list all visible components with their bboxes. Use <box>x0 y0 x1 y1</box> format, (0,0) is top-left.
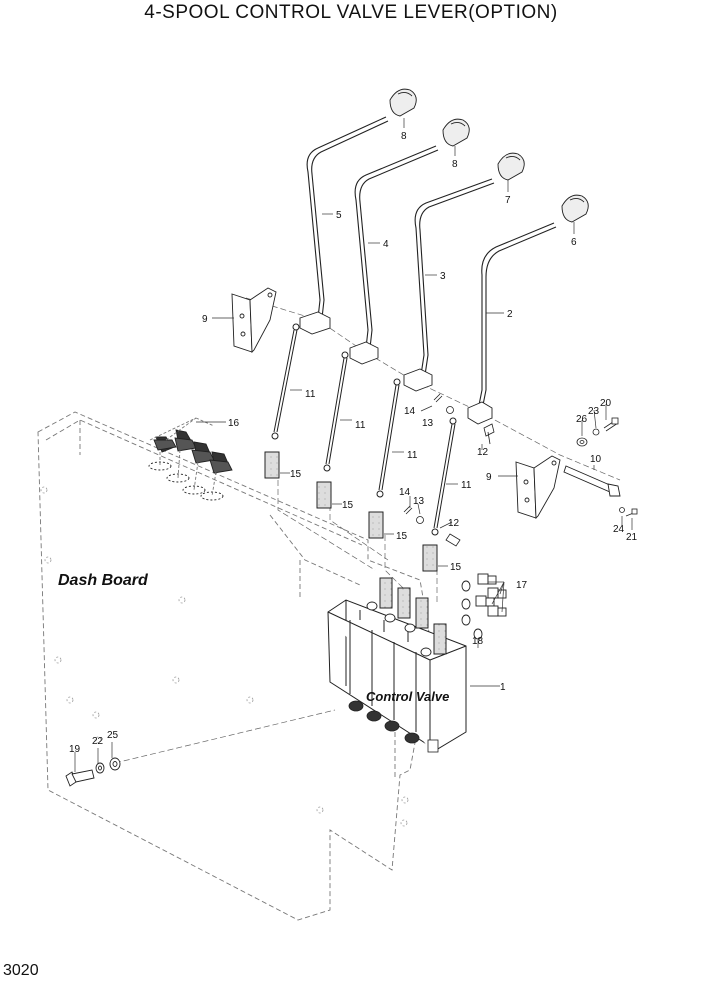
callout-21: 21 <box>626 532 638 543</box>
callout-22: 22 <box>92 736 104 747</box>
page-title: 4-SPOOL CONTROL VALVE LEVER(OPTION) <box>144 2 558 23</box>
callout-23: 23 <box>588 406 600 417</box>
bracket-9b <box>515 455 561 520</box>
mounting-bolt-set <box>65 757 121 787</box>
boot-4 <box>200 451 233 501</box>
callout-24: 24 <box>613 524 625 535</box>
callout-2: 2 <box>507 309 513 320</box>
callout-12a: 12 <box>477 447 489 458</box>
lever-3 <box>414 178 495 376</box>
valve-spools-top <box>366 577 447 657</box>
knob-8b <box>442 118 470 147</box>
boot-3 <box>182 441 215 495</box>
callout-8b: 8 <box>452 159 458 170</box>
callout-26: 26 <box>576 414 588 425</box>
callout-11c: 11 <box>407 450 418 461</box>
control-valve-label: Control Valve <box>366 689 449 704</box>
pivot-blocks <box>299 311 493 425</box>
callout-4: 4 <box>383 239 389 250</box>
callout-20: 20 <box>600 398 612 409</box>
callout-10: 10 <box>590 454 602 465</box>
callout-8a: 8 <box>401 131 407 142</box>
dash-board-holes <box>40 486 409 827</box>
lever-handles <box>306 116 557 411</box>
control-valve-body <box>327 599 467 751</box>
pivot-shaft <box>563 465 621 497</box>
callout-9a: 9 <box>202 314 208 325</box>
spool-couplers <box>264 451 438 572</box>
callout-11b: 11 <box>355 420 366 431</box>
callout-14a: 14 <box>404 406 416 417</box>
callout-13b: 13 <box>413 496 425 507</box>
callout-19: 19 <box>69 744 81 755</box>
callout-11a: 11 <box>305 389 316 400</box>
callout-16: 16 <box>228 418 240 429</box>
brackets <box>231 287 561 520</box>
callout-15a: 15 <box>290 469 302 480</box>
callout-15c: 15 <box>396 531 408 542</box>
callout-9b: 9 <box>486 472 492 483</box>
callout-leaders <box>74 118 633 772</box>
callout-1: 1 <box>500 682 506 693</box>
knob-6 <box>561 194 589 223</box>
callout-14b: 14 <box>399 487 411 498</box>
boot-1 <box>148 436 177 471</box>
callout-6: 6 <box>571 237 577 248</box>
fittings-and-orings <box>461 573 507 640</box>
bracket-9a <box>231 287 277 354</box>
callout-7: 7 <box>505 195 511 206</box>
lever-4 <box>354 145 439 349</box>
callout-11d: 11 <box>461 480 472 491</box>
knob-8a <box>389 88 417 117</box>
dash-board-panel <box>37 411 433 921</box>
callout-numbers: 1 2 3 4 5 6 7 8 8 9 9 10 11 11 11 11 12 … <box>69 131 638 755</box>
rubber-boots <box>148 417 233 501</box>
callout-13a: 13 <box>422 418 434 429</box>
page-number: 3020 <box>3 962 39 979</box>
callout-25: 25 <box>107 730 119 741</box>
valve-spools-bottom <box>348 700 439 753</box>
dash-board-label: Dash Board <box>58 572 149 589</box>
connecting-rods <box>271 323 457 536</box>
callout-3: 3 <box>440 271 446 282</box>
callout-15b: 15 <box>342 500 354 511</box>
callout-17: 17 <box>516 580 528 591</box>
boot-2 <box>166 429 197 483</box>
callout-15d: 15 <box>450 562 462 573</box>
small-hardware <box>403 393 638 547</box>
lever-2 <box>477 222 557 411</box>
callout-12b: 12 <box>448 518 460 529</box>
knob-7 <box>497 152 525 181</box>
callout-5: 5 <box>336 210 342 221</box>
knobs <box>389 88 589 223</box>
lever-5 <box>306 116 389 319</box>
callout-18: 18 <box>472 636 484 647</box>
